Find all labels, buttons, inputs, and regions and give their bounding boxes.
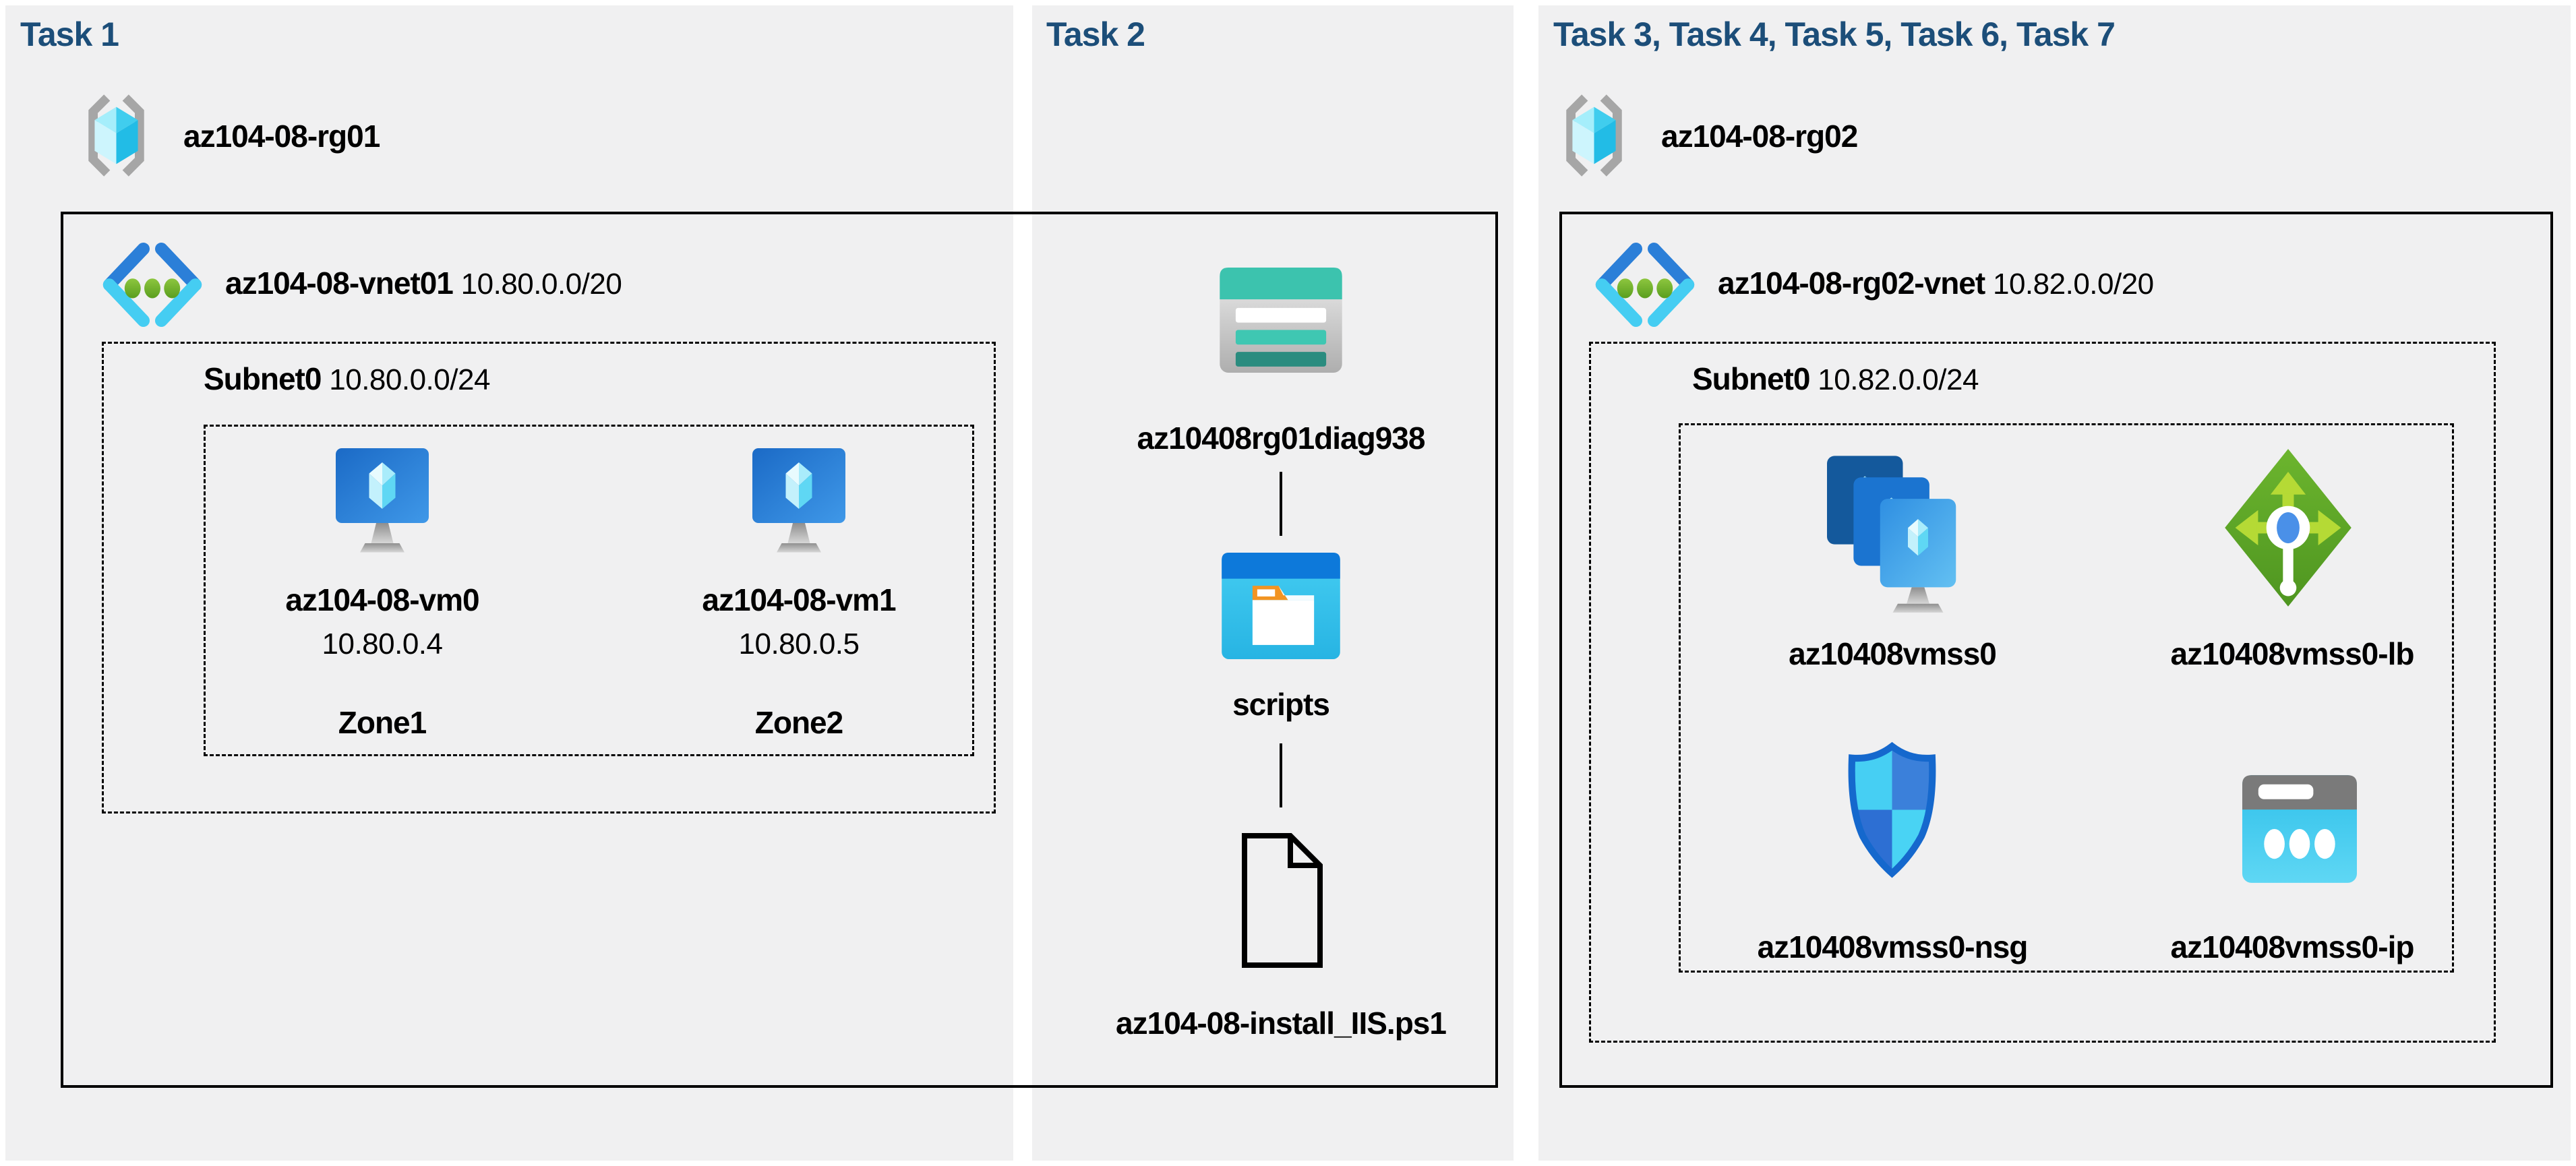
task3-panel	[1538, 5, 2571, 1161]
vm-group-box	[204, 425, 974, 756]
subnet1-name: Subnet0	[204, 361, 322, 396]
vmss-group-box	[1679, 423, 2454, 973]
subnet2-label: Subnet0 10.82.0.0/24	[1692, 359, 1979, 399]
subnet1-cidr: 10.80.0.0/24	[329, 363, 490, 396]
vmss-icon	[1827, 456, 1956, 613]
resource-group-icon	[88, 94, 144, 177]
task1-title: Task 1	[20, 16, 119, 53]
virtual-machine-icon	[752, 448, 845, 553]
vnet-icon	[102, 242, 202, 328]
vnet2-cidr: 10.82.0.0/20	[1992, 268, 2154, 301]
scripts-container-label: scripts	[1232, 687, 1330, 722]
storage-account-icon	[1220, 268, 1342, 373]
subnet2-cidr: 10.82.0.0/24	[1818, 363, 1979, 396]
blob-container-icon	[1222, 553, 1340, 659]
vm1-name: az104-08-vm1	[702, 582, 896, 617]
vnet1-label: az104-08-vnet01 10.80.0.0/20	[225, 263, 622, 303]
storage-account-label: az10408rg01diag938	[1137, 421, 1426, 456]
subnet1-box	[102, 342, 996, 814]
nsg-icon	[1848, 741, 1936, 878]
rg01-label: az104-08-rg01	[183, 119, 380, 154]
public-ip-label: az10408vmss0-ip	[2170, 929, 2415, 964]
vmss-label: az10408vmss0	[1789, 636, 1997, 671]
vm0-ip: 10.80.0.4	[322, 627, 444, 661]
rg01-resources-box	[61, 212, 1498, 1088]
public-ip-icon	[2242, 775, 2357, 883]
rg02-resources-box	[1559, 212, 2553, 1088]
vnet1-cidr: 10.80.0.0/20	[460, 268, 622, 301]
subnet2-box	[1589, 342, 2496, 1043]
vnet2-label: az104-08-rg02-vnet 10.82.0.0/20	[1718, 263, 2154, 303]
vm1-ip: 10.80.0.5	[738, 627, 860, 661]
vm0-zone: Zone1	[338, 705, 427, 740]
vnet-icon	[1595, 242, 1695, 328]
load-balancer-label: az10408vmss0-lb	[2170, 636, 2415, 671]
task3-title: Task 3, Task 4, Task 5, Task 6, Task 7	[1553, 16, 2116, 53]
subnet1-label: Subnet0 10.80.0.0/24	[204, 359, 490, 399]
vnet2-name: az104-08-rg02-vnet	[1718, 266, 1985, 301]
virtual-machine-icon	[336, 448, 429, 553]
vm0-name: az104-08-vm0	[285, 582, 479, 617]
nsg-label: az10408vmss0-nsg	[1757, 929, 2029, 964]
task2-title: Task 2	[1046, 16, 1145, 53]
vnet1-name: az104-08-vnet01	[225, 266, 454, 301]
load-balancer-icon	[2225, 449, 2352, 607]
connector-storage-scripts	[1280, 472, 1282, 536]
task1-panel	[5, 5, 1013, 1161]
vm1-zone: Zone2	[754, 705, 843, 740]
ps1-file-label: az104-08-install_IIS.ps1	[1116, 1006, 1447, 1041]
powershell-file-icon	[1242, 833, 1323, 968]
rg02-label: az104-08-rg02	[1661, 119, 1858, 154]
connector-scripts-file	[1280, 743, 1282, 807]
resource-group-icon	[1566, 94, 1622, 177]
subnet2-name: Subnet0	[1692, 361, 1810, 396]
